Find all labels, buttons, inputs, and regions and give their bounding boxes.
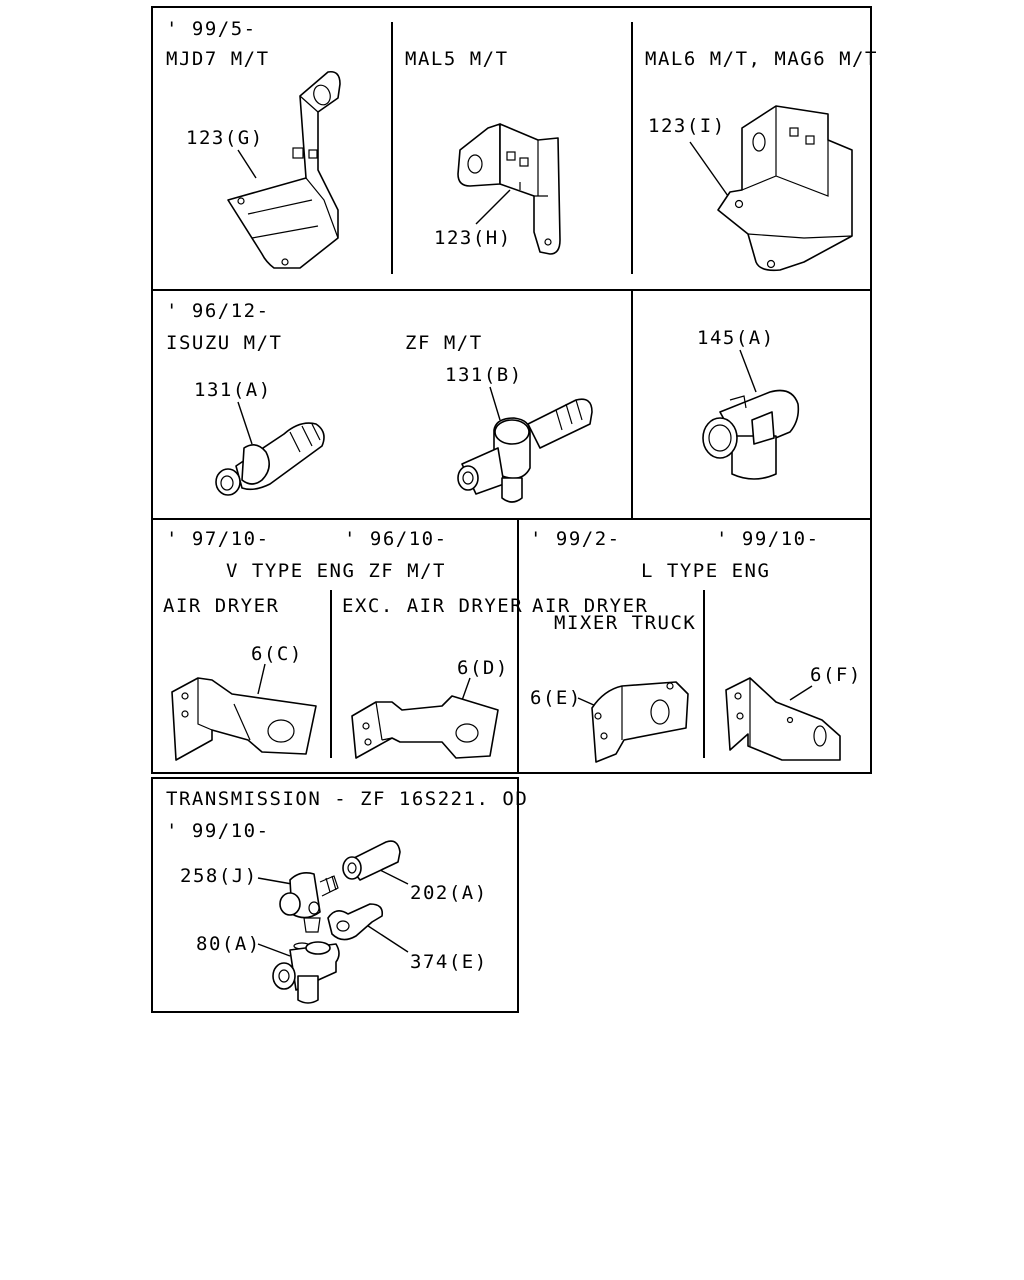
- callout-leader: [689, 141, 729, 197]
- panel-heading: V TYPE ENG ZF M/T: [226, 560, 446, 582]
- callout-leader: [577, 697, 597, 707]
- model-label: MJD7 M/T: [166, 48, 270, 70]
- part-callout: 145(A): [697, 327, 775, 349]
- panel-tee-fitting: 145(A): [697, 327, 800, 480]
- hose-nipple-icon: [215, 422, 325, 496]
- panel-date: ' 99/10-: [166, 820, 270, 842]
- panel-mal5: MAL5 M/T 123(H): [405, 48, 561, 255]
- bracket-icon: [351, 695, 499, 759]
- callout-leader-zf: [489, 386, 501, 421]
- adapter-icon: [342, 840, 401, 881]
- part-callout: 6(D): [457, 657, 509, 679]
- part-callout-elbow: 374(E): [410, 951, 488, 973]
- variant-label-line1: AIR DRYER: [532, 595, 648, 617]
- model-label-isuzu: ISUZU M/T: [166, 332, 282, 354]
- tee-fitting-icon: [702, 389, 800, 480]
- panel-transmission: TRANSMISSION - ZF 16S221. OD ' 99/10- 25…: [166, 788, 528, 1004]
- tee-body-icon: [272, 941, 340, 1004]
- panel-date: ' 99/5-: [166, 18, 257, 40]
- panel-date-right: ' 96/10-: [344, 528, 448, 550]
- callout-leader-adapter: [379, 869, 409, 885]
- variant-label: EXC. AIR DRYER: [342, 595, 523, 617]
- elbow-fitting-icon: [303, 903, 384, 941]
- panel-v-type: ' 97/10- ' 96/10- V TYPE ENG ZF M/T AIR …: [163, 528, 523, 761]
- callout-leader-washer: [257, 943, 291, 957]
- main-frame: [151, 6, 872, 774]
- callout-leader: [475, 189, 511, 225]
- part-callout-washer: 80(A): [196, 933, 261, 955]
- callout-leader: [739, 349, 757, 393]
- callout-leader-elbow: [361, 921, 409, 953]
- banjo-joint-icon: [279, 872, 339, 919]
- callout-leader: [237, 149, 257, 179]
- part-callout-joint: 258(J): [180, 865, 258, 887]
- callout-leader: [257, 663, 266, 695]
- bracket-icon: [591, 681, 689, 763]
- bracket-icon: [457, 123, 561, 255]
- callout-leader-isuzu: [237, 401, 253, 445]
- panel-date-right: ' 99/10-: [716, 528, 820, 550]
- panel-heading: L TYPE ENG: [641, 560, 770, 582]
- panel-date: ' 96/12-: [166, 300, 270, 322]
- panel-date-left: ' 99/2-: [530, 528, 621, 550]
- part-callout: 6(E): [530, 687, 582, 709]
- panel-fittings-9612: ' 96/12- ISUZU M/T 131(A) ZF M/T 131(B): [166, 300, 593, 503]
- variant-label: AIR DRYER: [163, 595, 279, 617]
- variant-label-line2: MIXER TRUCK: [554, 612, 696, 634]
- bracket-icon: [717, 105, 853, 272]
- transmission-frame: [151, 777, 519, 1013]
- part-callout: 123(G): [186, 127, 264, 149]
- part-callout-adapter: 202(A): [410, 882, 488, 904]
- part-callout: 6(C): [251, 643, 303, 665]
- panel-mal6: MAL6 M/T, MAG6 M/T 123(I): [645, 48, 878, 272]
- bracket-icon: [227, 70, 341, 269]
- model-label-zf: ZF M/T: [405, 332, 483, 354]
- panel-l-type: ' 99/2- ' 99/10- L TYPE ENG AIR DRYER MI…: [530, 528, 862, 763]
- bracket-icon: [725, 677, 841, 761]
- model-label: MAL6 M/T, MAG6 M/T: [645, 48, 878, 70]
- panel-date-left: ' 97/10-: [166, 528, 270, 550]
- banjo-fitting-icon: [457, 398, 593, 503]
- callout-leader: [789, 685, 813, 701]
- part-callout: 6(F): [810, 664, 862, 686]
- part-callout-isuzu: 131(A): [194, 379, 272, 401]
- callout-leader-joint: [257, 877, 293, 885]
- panel-title: TRANSMISSION - ZF 16S221. OD: [166, 788, 528, 810]
- panel-mjd7: ' 99/5- MJD7 M/T 123(G): [166, 18, 341, 269]
- part-callout: 123(I): [648, 115, 726, 137]
- part-callout: 123(H): [434, 227, 512, 249]
- part-callout-zf: 131(B): [445, 364, 523, 386]
- bracket-icon: [171, 677, 317, 761]
- model-label: MAL5 M/T: [405, 48, 509, 70]
